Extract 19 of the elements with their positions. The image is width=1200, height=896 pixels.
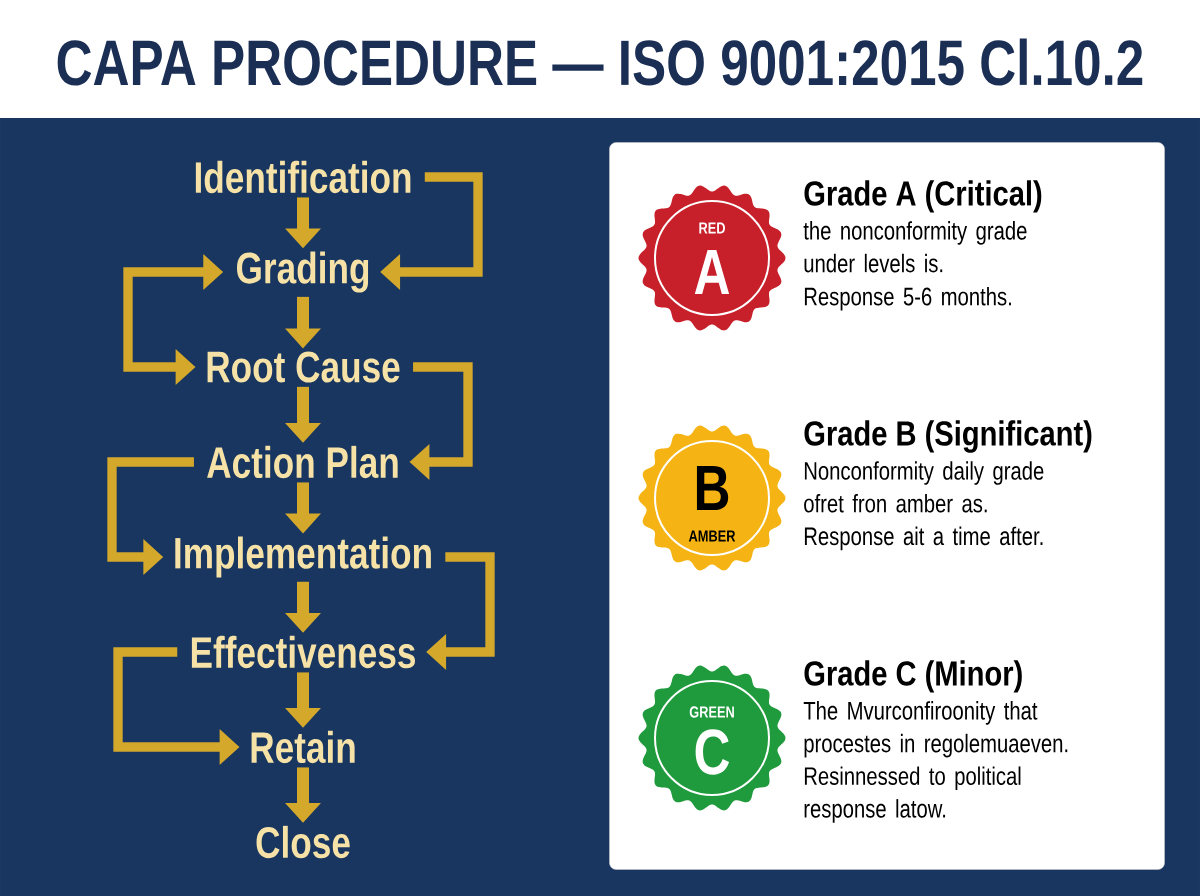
badge: B AMBER — [638, 425, 786, 571]
step-label: Identification — [195, 160, 411, 194]
grade-heading: Grade A (Critical) — [804, 180, 1042, 213]
step-label: Root Cause — [207, 351, 400, 383]
grade-description: The Mvurconfiroonity that procestes in regolemuaeven. Resinnessed to political response latow. — [803, 701, 1068, 823]
grade-heading: Grade C (Minor) — [804, 660, 1022, 693]
grade-description: Nonconformity daily grade ofret fron amber as. Response ait a time after. — [804, 461, 1044, 551]
step-label: Close — [256, 825, 350, 859]
badge: RED A — [638, 185, 786, 331]
badge: GREEN C — [638, 665, 786, 811]
grade-heading: Grade B (Significant) — [804, 420, 1092, 453]
step-label: Effectiveness — [191, 635, 415, 669]
step-label: Implementation — [175, 536, 431, 578]
title: CAPA PROCEDURE — ISO 9001:2015 Cl.10.2 — [57, 38, 1143, 86]
step-label: Action Plan — [207, 445, 398, 479]
step-label: Retain — [251, 730, 355, 764]
step-label: Grading — [237, 251, 369, 293]
grade-description: Response 5-6 months. — [804, 286, 1011, 311]
grade-description: the nonconformity grade under levels is. — [803, 221, 1027, 273]
